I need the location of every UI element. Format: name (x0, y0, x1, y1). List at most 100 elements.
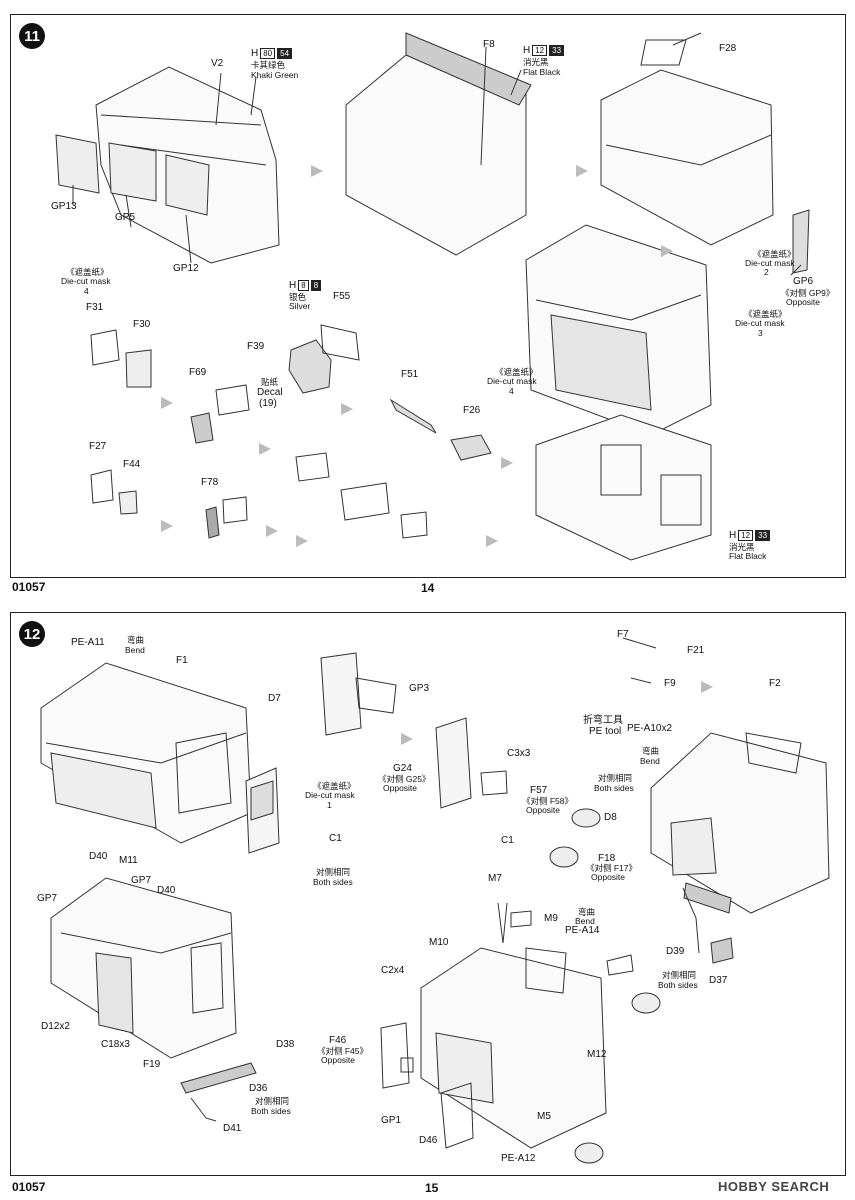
part-label: C1 (501, 835, 514, 846)
tool-label: 折弯工具 (583, 715, 623, 726)
part-label: F1 (176, 655, 188, 666)
part-label: F78 (201, 477, 219, 488)
part-label: C1 (329, 833, 342, 844)
part-label: F21 (687, 645, 705, 656)
part-label: F55 (333, 291, 351, 302)
part-label: D46 (419, 1135, 438, 1146)
paint-en: Flat Black (729, 551, 767, 561)
part-label: F8 (483, 39, 495, 50)
opposite-label: 《对侧 G25》 (378, 774, 431, 784)
opposite-label: Opposite (526, 805, 561, 815)
part-label: F2 (769, 678, 781, 689)
opposite-label: Opposite (383, 783, 418, 793)
mask-label: 《遮盖纸》 (744, 309, 787, 319)
step-number: 11 (19, 23, 45, 49)
part-label: PE-A14 (565, 925, 600, 936)
part-label: D8 (604, 812, 617, 823)
mask-label: Die-cut mask (305, 790, 355, 800)
decal-label: (19) (259, 398, 277, 409)
mask-label: 4 (509, 386, 514, 396)
step-12-drawing (40, 637, 830, 1164)
part-label: D36 (249, 1083, 268, 1094)
both-sides-label: 对侧相同 (255, 1096, 290, 1106)
part-label: C3x3 (507, 748, 531, 759)
part-label: GP1 (381, 1115, 402, 1126)
part-label: M10 (429, 937, 449, 948)
part-label: M7 (488, 873, 502, 884)
page-number: 15 (425, 1181, 439, 1195)
mask-label: Die-cut mask (61, 276, 111, 286)
part-label: C2x4 (381, 965, 405, 976)
opposite-label: 《对侧 F17》 (586, 863, 638, 873)
mask-label: Die-cut mask (487, 376, 537, 386)
part-label: D38 (276, 1039, 295, 1050)
part-label: PE-A11 (71, 637, 105, 648)
part-label: F57 (530, 785, 548, 796)
part-label: PE-A12 (501, 1153, 536, 1164)
part-label: F51 (401, 369, 419, 380)
part-label: D7 (268, 693, 281, 704)
bend-label: 弯曲 (578, 907, 596, 917)
part-label: GP7 (37, 893, 58, 904)
bend-label: Bend (125, 645, 145, 655)
mask-label: 《遮盖纸》 (753, 249, 796, 259)
part-label: M5 (537, 1111, 551, 1122)
part-label: C18x3 (101, 1039, 130, 1050)
both-sides-label: 对侧相同 (598, 773, 633, 783)
part-label: F30 (133, 319, 151, 330)
step-12-panel: 12 PE-A11 弯曲 Bend F1 D7 GP3 F7 F21 F9 F2… (10, 612, 846, 1176)
part-label: GP6 (793, 276, 814, 287)
part-label: F27 (89, 441, 107, 452)
part-label: F18 (598, 853, 616, 864)
step-number: 12 (19, 621, 45, 647)
part-label: F9 (664, 678, 676, 689)
step-11-drawing (55, 32, 810, 561)
opposite-label: Opposite (591, 872, 626, 882)
part-label: F69 (189, 367, 207, 378)
paint-cn: 银色 (289, 292, 307, 302)
both-sides-label: Both sides (658, 980, 698, 990)
part-label: F39 (247, 341, 265, 352)
part-label: M9 (544, 913, 558, 924)
watermark: HOBBY SEARCH (718, 1179, 830, 1194)
part-label: F28 (719, 43, 737, 54)
part-label: F46 (329, 1035, 347, 1046)
part-label: G24 (393, 763, 412, 774)
part-label: GP3 (409, 683, 430, 694)
opposite-label: 《对侧 F45》 (317, 1046, 369, 1056)
paint-cn: 消光黑 (523, 57, 549, 67)
mask-label: 《遮盖纸》 (495, 367, 538, 377)
part-label: V2 (211, 58, 224, 69)
part-label: D12x2 (41, 1021, 70, 1032)
part-label: GP7 (131, 875, 152, 886)
opposite-label: Opposite (786, 297, 821, 307)
paint-cn: 卡其绿色 (251, 60, 286, 70)
paint-cn: 消光黑 (729, 542, 755, 552)
part-label: D40 (89, 851, 108, 862)
part-label: GP13 (51, 201, 77, 212)
paint-en: Khaki Green (251, 70, 299, 80)
both-sides-label: Both sides (251, 1106, 291, 1116)
mask-label: Die-cut mask (735, 318, 785, 328)
part-label: F26 (463, 405, 481, 416)
tool-label: PE tool (589, 726, 622, 737)
part-label: F31 (86, 302, 104, 313)
paint-en: Flat Black (523, 67, 561, 77)
part-label: M11 (119, 855, 138, 866)
mask-label: 3 (758, 328, 763, 338)
opposite-label: 《对侧 GP9》 (781, 288, 835, 298)
mask-label: 2 (764, 267, 769, 277)
part-label: D41 (223, 1123, 242, 1134)
part-label: M12 (587, 1049, 607, 1060)
bend-label: Bend (640, 756, 660, 766)
mask-label: 4 (84, 286, 89, 296)
part-label: D37 (709, 975, 728, 986)
both-sides-label: 对侧相同 (662, 970, 697, 980)
both-sides-label: Both sides (594, 783, 634, 793)
part-label: D39 (666, 946, 685, 957)
product-code: 01057 (12, 1180, 46, 1194)
